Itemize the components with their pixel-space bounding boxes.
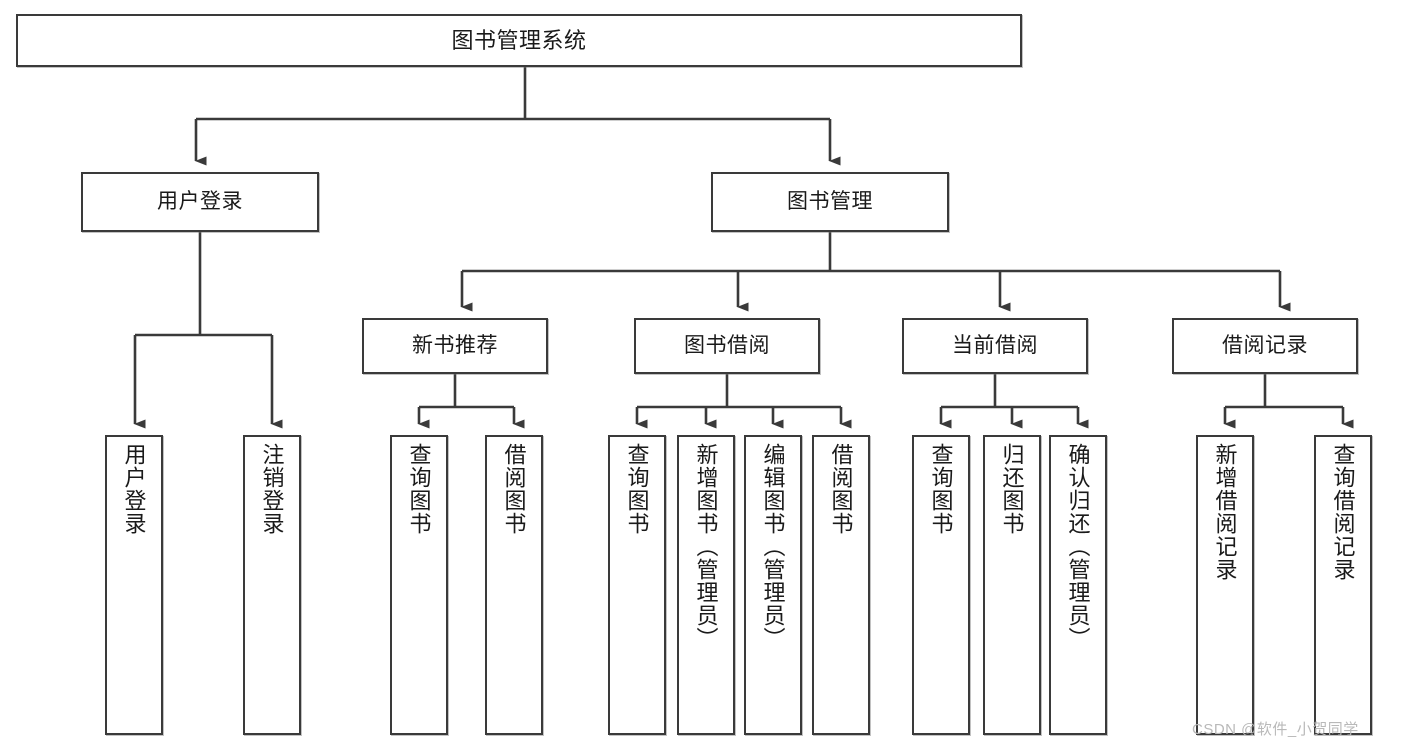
leaf-user-login[interactable]: 用户登录 [105,435,163,735]
node-label: 借阅图书 [501,443,527,535]
node-label: 归还图书 [999,443,1025,535]
leaf-query-book-2[interactable]: 查询图书 [608,435,666,735]
node-label: 新增图书（管理员） [693,443,719,650]
leaf-query-book-1[interactable]: 查询图书 [390,435,448,735]
node-label: 新书推荐 [412,333,498,357]
node-label: 借阅记录 [1222,333,1308,357]
node-system-root[interactable]: 图书管理系统 [16,14,1022,67]
leaf-borrow-book-2[interactable]: 借阅图书 [812,435,870,735]
leaf-borrow-book-1[interactable]: 借阅图书 [485,435,543,735]
node-label: 查询图书 [928,443,954,535]
leaf-return-book[interactable]: 归还图书 [983,435,1041,735]
leaf-confirm-return[interactable]: 确认归还（管理员） [1049,435,1107,735]
csdn-watermark: CSDN @软件_小贺同学 [1192,721,1359,738]
node-label: 图书管理 [787,189,873,213]
node-label: 用户登录 [157,189,243,213]
leaf-add-book[interactable]: 新增图书（管理员） [677,435,735,735]
node-label: 图书管理系统 [451,27,587,53]
node-label: 查询借阅记录 [1330,443,1356,581]
node-borrow-record[interactable]: 借阅记录 [1172,318,1358,374]
node-book-manage[interactable]: 图书管理 [711,172,949,232]
node-label: 新增借阅记录 [1212,443,1238,581]
node-label: 注销登录 [259,443,285,535]
node-label: 编辑图书（管理员） [760,443,786,650]
node-label: 用户登录 [121,443,147,535]
node-label: 查询图书 [624,443,650,535]
node-user-login[interactable]: 用户登录 [81,172,319,232]
leaf-edit-book[interactable]: 编辑图书（管理员） [744,435,802,735]
leaf-query-book-3[interactable]: 查询图书 [912,435,970,735]
node-current-borrow[interactable]: 当前借阅 [902,318,1088,374]
node-book-borrow[interactable]: 图书借阅 [634,318,820,374]
node-new-book-recommend[interactable]: 新书推荐 [362,318,548,374]
node-label: 查询图书 [406,443,432,535]
leaf-query-borrow-record[interactable]: 查询借阅记录 [1314,435,1372,735]
node-label: 当前借阅 [952,333,1038,357]
node-label: 图书借阅 [684,333,770,357]
node-label: 借阅图书 [828,443,854,535]
node-label: 确认归还（管理员） [1065,443,1091,650]
leaf-logout[interactable]: 注销登录 [243,435,301,735]
leaf-add-borrow-record[interactable]: 新增借阅记录 [1196,435,1254,735]
